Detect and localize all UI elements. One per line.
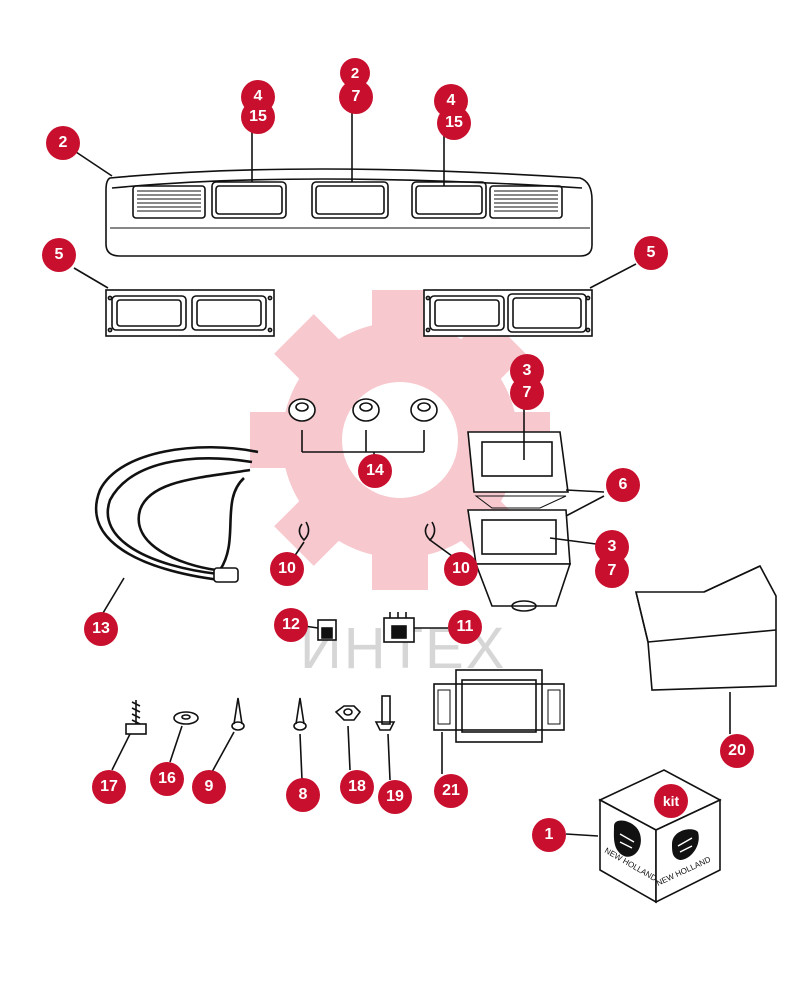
callout-7-top[interactable]: 7 xyxy=(339,80,373,114)
callout-15-right[interactable]: 15 xyxy=(437,106,471,140)
callout-19[interactable]: 19 xyxy=(378,780,412,814)
callout-7-upper[interactable]: 7 xyxy=(510,376,544,410)
callout-5-right[interactable]: 5 xyxy=(634,236,668,270)
callout-kit[interactable]: kit xyxy=(654,784,688,818)
lamp-assembly xyxy=(467,431,572,612)
callout-5-left[interactable]: 5 xyxy=(42,238,76,272)
callout-14[interactable]: 14 xyxy=(358,454,392,488)
relay-12 xyxy=(317,619,337,641)
callout-17[interactable]: 17 xyxy=(92,770,126,804)
callout-10-left[interactable]: 10 xyxy=(270,552,304,586)
callout-7-lower[interactable]: 7 xyxy=(595,554,629,588)
callout-6[interactable]: 6 xyxy=(606,468,640,502)
console-housing xyxy=(105,168,593,257)
washer-16 xyxy=(173,711,199,725)
lens-left xyxy=(105,289,275,337)
screw-17 xyxy=(125,700,147,735)
lens-right xyxy=(423,289,593,337)
tray-20 xyxy=(634,564,777,691)
callout-8[interactable]: 8 xyxy=(286,778,320,812)
callout-18[interactable]: 18 xyxy=(340,770,374,804)
callout-2-housing[interactable]: 2 xyxy=(46,126,80,160)
screw-9 xyxy=(231,697,245,731)
wiring-harness xyxy=(94,445,259,583)
screw-8 xyxy=(293,697,307,731)
callout-16[interactable]: 16 xyxy=(150,762,184,796)
nut-18 xyxy=(334,705,362,721)
callout-21[interactable]: 21 xyxy=(434,774,468,808)
callout-15-left[interactable]: 15 xyxy=(241,100,275,134)
grommets xyxy=(288,398,438,422)
clip-left xyxy=(298,521,310,542)
kit-box: NEW HOLLAND NEW HOLLAND xyxy=(598,769,722,904)
switch-11 xyxy=(383,612,415,643)
callout-1[interactable]: 1 xyxy=(532,818,566,852)
callout-9[interactable]: 9 xyxy=(192,770,226,804)
callout-11[interactable]: 11 xyxy=(448,610,482,644)
callout-13[interactable]: 13 xyxy=(84,612,118,646)
bracket-21 xyxy=(433,669,565,743)
callout-12[interactable]: 12 xyxy=(274,608,308,642)
callout-10-right[interactable]: 10 xyxy=(444,552,478,586)
bolt-19 xyxy=(374,695,396,731)
clip-right xyxy=(424,521,436,542)
callout-20[interactable]: 20 xyxy=(720,734,754,768)
